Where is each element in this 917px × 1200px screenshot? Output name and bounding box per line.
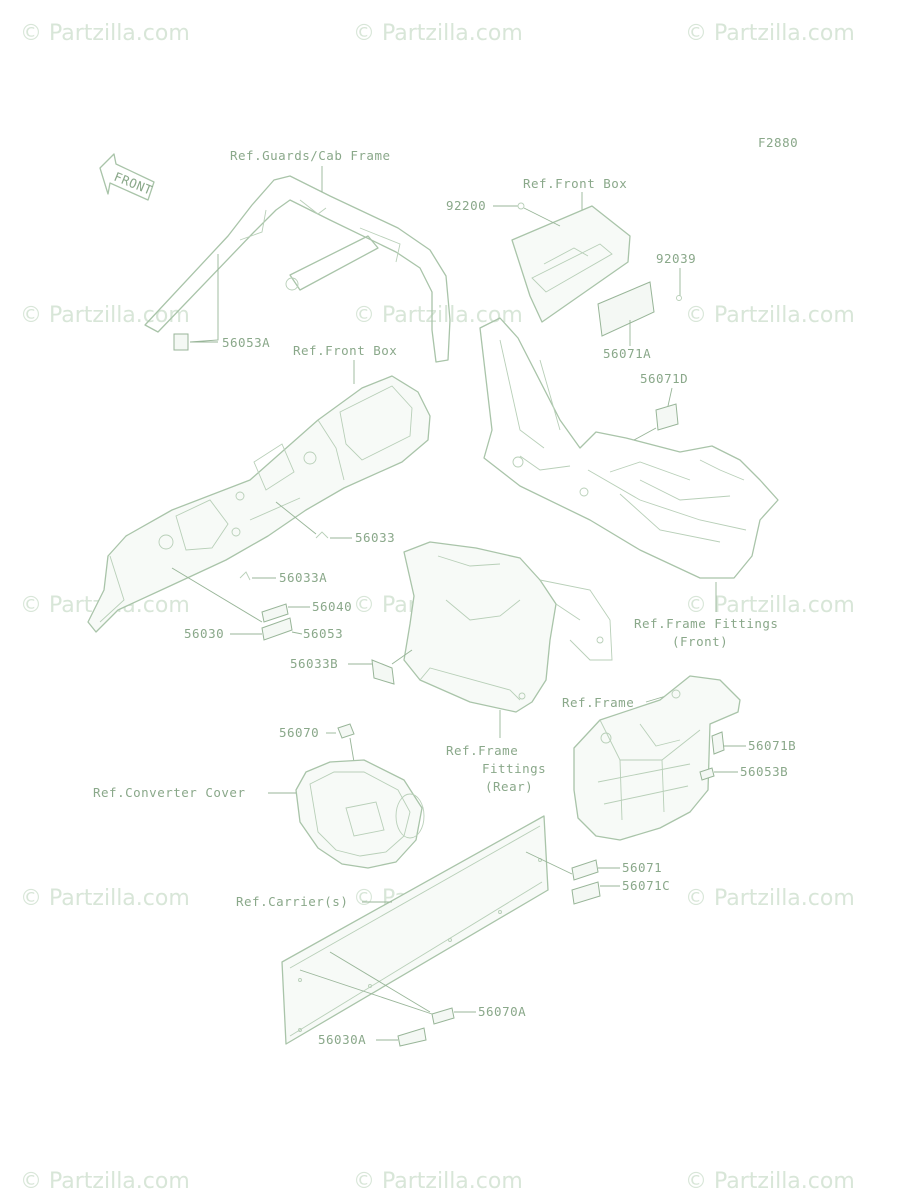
decal-56071A	[597, 281, 655, 337]
part-56033: 56033	[355, 530, 395, 545]
watermark: © Partzilla.com	[20, 886, 190, 911]
frame-fittings-front-drawing	[479, 317, 779, 579]
part-56071A: 56071A	[603, 346, 651, 361]
part-56071D: 56071D	[640, 371, 688, 386]
decal-56053B	[699, 767, 715, 781]
ref-front-box-mid: Ref.Front Box	[293, 343, 397, 358]
decal-56071D	[655, 403, 679, 431]
front-box-lid-drawing	[511, 205, 631, 323]
part-92039: 92039	[656, 251, 696, 266]
decal-56053	[261, 617, 293, 641]
part-56071B: 56071B	[748, 738, 796, 753]
watermark: © Partzilla.com	[20, 1169, 190, 1194]
part-56053B: 56053B	[740, 764, 788, 779]
carrier-panel-drawing	[281, 815, 549, 1045]
ref-frame-fittings-rear-2: Fittings	[482, 761, 546, 776]
cab-frame-drawing	[144, 175, 451, 363]
part-56070A: 56070A	[478, 1004, 526, 1019]
part-56030A: 56030A	[318, 1032, 366, 1047]
ref-carrier: Ref.Carrier(s)	[236, 894, 348, 909]
watermark: © Partzilla.com	[685, 886, 855, 911]
ref-converter-cover: Ref.Converter Cover	[93, 785, 246, 800]
part-92200: 92200	[446, 198, 486, 213]
watermark: © Partzilla.com	[353, 21, 523, 46]
converter-cover-drawing	[295, 759, 425, 869]
watermark: © Partzilla.com	[20, 303, 190, 328]
watermark: © Partzilla.com	[353, 1169, 523, 1194]
front-arrow-icon: FRONT	[99, 153, 155, 201]
decal-56070	[337, 723, 355, 739]
ref-frame-fittings-rear-3: (Rear)	[485, 779, 533, 794]
part-56071C: 56071C	[622, 878, 670, 893]
decal-56030A	[397, 1027, 427, 1047]
frame-fittings-rear-drawing	[403, 541, 613, 713]
rear-frame-drawing	[573, 675, 741, 841]
part-56070: 56070	[279, 725, 319, 740]
part-56053: 56053	[303, 626, 343, 641]
part-56040: 56040	[312, 599, 352, 614]
ref-frame-fittings-front-2: (Front)	[672, 634, 728, 649]
watermark: © Partzilla.com	[685, 303, 855, 328]
watermark: © Partzilla.com	[685, 593, 855, 618]
ref-frame-fittings-front-1: Ref.Frame Fittings	[634, 616, 778, 631]
part-56053A: 56053A	[222, 335, 270, 350]
decal-56071C	[571, 881, 601, 905]
part-56033A: 56033A	[279, 570, 327, 585]
ref-guards-cab-frame: Ref.Guards/Cab Frame	[230, 148, 391, 163]
dashboard-drawing	[87, 375, 431, 633]
decal-56071B	[711, 731, 725, 755]
decal-56071	[571, 859, 599, 881]
part-56030: 56030	[184, 626, 224, 641]
ref-front-box-top: Ref.Front Box	[523, 176, 627, 191]
ref-frame-fittings-rear-1: Ref.Frame	[446, 743, 518, 758]
decal-56053A	[173, 333, 189, 351]
watermark: © Partzilla.com	[685, 21, 855, 46]
watermark: © Partzilla.com	[20, 21, 190, 46]
watermark: © Partzilla.com	[685, 1169, 855, 1194]
ref-frame: Ref.Frame	[562, 695, 634, 710]
decal-56040	[261, 603, 289, 623]
decal-56070A	[431, 1007, 455, 1025]
part-56071: 56071	[622, 860, 662, 875]
diagram-code: F2880	[758, 135, 798, 150]
decal-56033B	[371, 659, 395, 685]
part-56033B: 56033B	[290, 656, 338, 671]
watermark: © Partzilla.com	[353, 303, 523, 328]
